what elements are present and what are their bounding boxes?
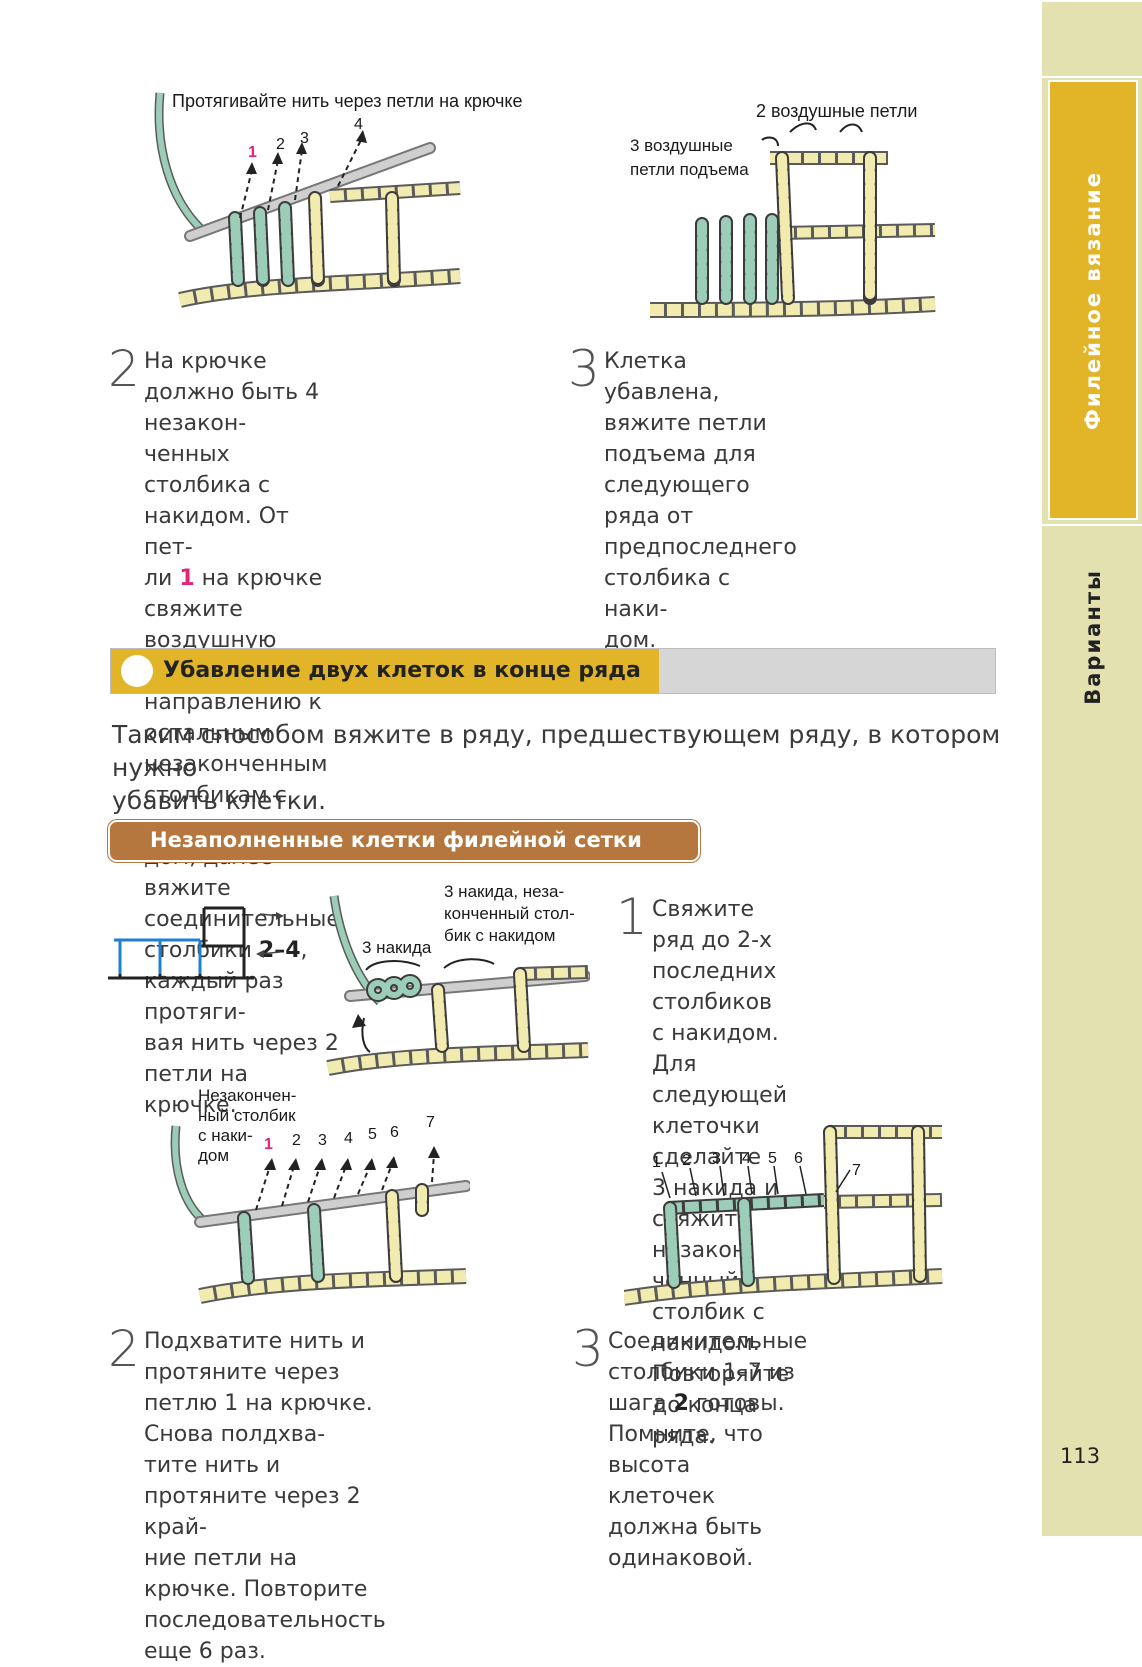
figure-label: ный столбик bbox=[198, 1106, 296, 1125]
loop-number: 2 bbox=[292, 1132, 301, 1149]
step-number: 2 bbox=[108, 340, 140, 398]
figure-label: 2 воздушные петли bbox=[756, 101, 918, 121]
text-line: столбики 2–4, каждый раз протяги- bbox=[144, 935, 340, 1028]
loop-number: 5 bbox=[368, 1126, 377, 1143]
step-number: 3 bbox=[572, 1320, 604, 1378]
text-span: ли bbox=[144, 566, 180, 591]
sidebar-rule bbox=[1042, 524, 1142, 526]
text-line: ли 1 на крючке свяжите воздушную bbox=[144, 563, 340, 656]
loop-number: 4 bbox=[742, 1150, 751, 1167]
text-line: петлю 1 на крючке. Снова полдхва- bbox=[144, 1391, 373, 1447]
figure-label: Незакончен- bbox=[198, 1086, 297, 1105]
circle-icon bbox=[121, 655, 153, 687]
text-span: на крючке свяжите воздушную bbox=[144, 566, 323, 653]
crochet-illustration bbox=[326, 895, 590, 1076]
loop-number: 2 bbox=[276, 136, 285, 153]
text-span: столбики bbox=[144, 938, 259, 963]
loop-number: 3 bbox=[300, 130, 309, 147]
text-line: убавить клетки. bbox=[112, 786, 327, 815]
text-span: , каждый раз протяги- bbox=[144, 938, 308, 1025]
text-line: тите нить и протяните через 2 край- bbox=[144, 1453, 361, 1540]
text-line: клеточек должна быть одинаковой. bbox=[608, 1484, 763, 1571]
crochet-illustration bbox=[624, 1125, 943, 1306]
loop-number: 7 bbox=[852, 1162, 861, 1179]
loop-number: 1 bbox=[248, 144, 257, 161]
loop-number: 1 bbox=[264, 1136, 273, 1153]
loop-ref: 1 bbox=[179, 566, 195, 591]
text-line: На крючке должно быть 4 незакон- bbox=[144, 349, 320, 436]
section-title: Убавление двух клеток в конце ряда bbox=[163, 658, 641, 683]
figure-three-yarn-overs: 3 накида 3 накида, неза- конченный стол-… bbox=[320, 878, 590, 1083]
sidebar-rule bbox=[1042, 0, 1142, 2]
filet-chart-diagram bbox=[108, 906, 284, 980]
text-line: столбиков с накидом. Для bbox=[652, 990, 779, 1077]
loop-number: 3 bbox=[712, 1150, 721, 1167]
step-text: Соединительные столбики 1–7 из шага 2 го… bbox=[608, 1326, 807, 1574]
sidebar-rule bbox=[1042, 76, 1142, 78]
figure-label: дом bbox=[198, 1146, 230, 1165]
text-line: незаконченным столбикам с наки- bbox=[144, 752, 328, 839]
text-line: последовательность еще 6 раз. bbox=[144, 1608, 386, 1664]
text-line: следующей клеточки сделайте bbox=[652, 1083, 787, 1170]
figure-label: петли подъема bbox=[630, 160, 749, 179]
loop-number: 6 bbox=[390, 1124, 399, 1141]
section-header-accent bbox=[111, 649, 659, 693]
subsection-header: Незаполненные клетки филейной сетки bbox=[108, 820, 700, 862]
section-header: Убавление двух клеток в конце ряда bbox=[110, 648, 996, 694]
text-line: ние петли на крючке. Повторите bbox=[144, 1546, 368, 1602]
text-line: Повторяйте до конца ряда. bbox=[652, 1362, 790, 1449]
figure-pull-through-loops: Протягивайте нить через петли на крючке … bbox=[150, 88, 523, 318]
step-text: Подхватите нить и протяните через петлю … bbox=[144, 1326, 386, 1667]
loop-number: 1 bbox=[652, 1154, 661, 1171]
tab-variants[interactable]: Варианты bbox=[1048, 527, 1138, 747]
crochet-illustration bbox=[170, 1125, 470, 1304]
figure-symbol-chart bbox=[104, 894, 304, 990]
text-line: вая нить через 2 петли на крючке. bbox=[144, 1031, 339, 1118]
text-line: Соединительные столбики 1–7 из bbox=[608, 1329, 808, 1385]
figure-finished-posts: 1 2 3 4 5 6 7 bbox=[624, 1112, 944, 1308]
loop-number: 3 bbox=[318, 1132, 327, 1149]
figure-turning-chain: 2 воздушные петли 3 воздушные петли подъ… bbox=[630, 98, 940, 328]
text-line: Подхватите нить и протяните через bbox=[144, 1329, 365, 1385]
tab-label: Филейное вязание bbox=[1081, 170, 1105, 430]
page-number: 113 bbox=[1060, 1444, 1101, 1468]
figure-caption: Протягивайте нить через петли на крючке bbox=[172, 91, 523, 111]
loop-number: 5 bbox=[768, 1150, 777, 1167]
subsection-title: Незаполненные клетки филейной сетки bbox=[150, 828, 642, 852]
text-span: шага bbox=[608, 1391, 674, 1416]
text-line: шага 2 готовы. Помните, что высота bbox=[608, 1388, 807, 1481]
tab-filet-knitting[interactable]: Филейное вязание bbox=[1048, 80, 1138, 520]
figure-label: бик с накидом bbox=[444, 926, 556, 945]
text-line: Свяжите ряд до 2-х последних bbox=[652, 897, 777, 984]
tab-label: Варианты bbox=[1081, 569, 1105, 705]
step-number: 3 bbox=[568, 340, 600, 398]
loop-range: 2–4 bbox=[258, 938, 301, 963]
text-line: предпоследнего столбика с наки- bbox=[604, 535, 797, 622]
step-number: 2 bbox=[108, 1320, 140, 1378]
loop-number: 4 bbox=[344, 1130, 353, 1147]
step-number: 1 bbox=[616, 888, 648, 946]
crochet-illustration bbox=[649, 122, 936, 318]
crochet-illustration bbox=[154, 92, 461, 308]
step-ref: 2 bbox=[673, 1391, 689, 1416]
step-text: Клетка убавлена, вяжите петли подъема дл… bbox=[604, 346, 797, 656]
figure-label: 3 накида bbox=[362, 938, 432, 957]
text-span: готовы. Помните, что высота bbox=[608, 1391, 785, 1478]
figure-label: 3 воздушные bbox=[630, 136, 733, 155]
loop-number: 4 bbox=[354, 116, 363, 133]
figure-label: с наки- bbox=[198, 1126, 253, 1145]
text-line: ченных столбика с накидом. От пет- bbox=[144, 442, 289, 560]
figure-label: 3 накида, неза- bbox=[444, 882, 565, 901]
text-line: Клетка убавлена, вяжите петли bbox=[604, 349, 767, 436]
section-intro: Таким способом вяжите в ряду, предшеству… bbox=[112, 718, 1012, 817]
text-line: подъема для следующего ряда от bbox=[604, 442, 756, 529]
loop-number: 7 bbox=[426, 1114, 435, 1131]
loop-number: 6 bbox=[794, 1150, 803, 1167]
figure-label: конченный стол- bbox=[444, 904, 575, 923]
text-line: Таким способом вяжите в ряду, предшеству… bbox=[112, 720, 1001, 782]
loop-number: 2 bbox=[682, 1152, 691, 1169]
figure-unfinished-post: Незакончен- ный столбик с наки- дом 1 2 … bbox=[160, 1086, 470, 1306]
